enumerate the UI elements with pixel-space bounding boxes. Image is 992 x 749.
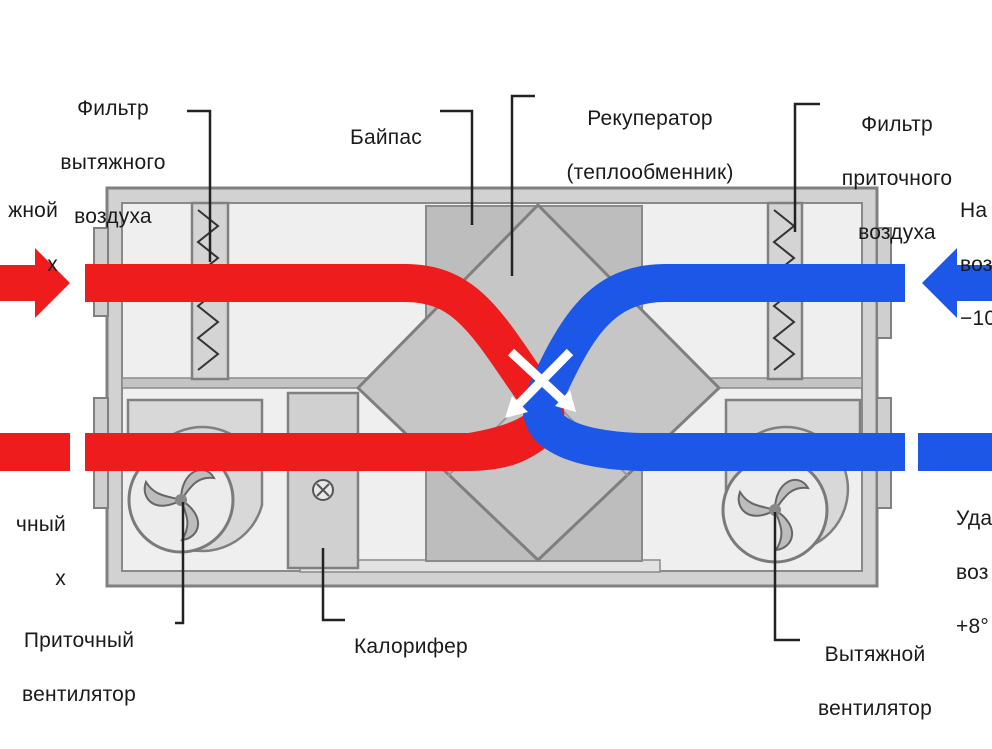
heater-unit	[286, 391, 360, 570]
label-filter-supply-line-1: Фильтр	[861, 113, 933, 136]
label-bypass: Байпас	[350, 97, 422, 178]
label-recuperator: Рекуператор (теплообменник)	[540, 78, 760, 213]
label-supply-fan: Приточный вентилятор	[4, 600, 154, 735]
label-filter-supply-line-3: воздуха	[858, 221, 936, 244]
label-filter-exhaust-line-3: воздуха	[74, 205, 152, 228]
label-filter-supply: Фильтр приточного воздуха	[822, 84, 972, 273]
label-left-bottom-cut: чный х	[0, 484, 66, 619]
label-left-top-cut-line-2: х	[47, 253, 58, 276]
label-left-top-cut-line-1: жной	[8, 199, 58, 222]
label-supply-fan-line-1: Приточный	[23, 629, 135, 652]
label-exhaust-fan-line-2: вентилятор	[818, 697, 932, 720]
label-left-bottom-cut-line-1: чный	[15, 513, 66, 536]
label-right-top-cut-line-3: −10	[960, 307, 992, 330]
label-filter-supply-line-2: приточного	[841, 167, 953, 190]
label-recuperator-line-1: Рекуператор	[587, 107, 713, 130]
label-exhaust-fan: Вытяжной вентилятор	[800, 614, 950, 749]
label-right-bottom-cut: Уда воз +8°	[956, 478, 992, 667]
leader-lines	[175, 94, 820, 642]
label-filter-exhaust-line-2: вытяжного	[60, 151, 166, 174]
label-exhaust-fan-line-1: Вытяжной	[824, 643, 926, 666]
label-right-top-cut-line-1: На	[960, 199, 988, 222]
cold-air-flow	[522, 248, 992, 471]
label-left-bottom-cut-line-2: х	[55, 567, 66, 590]
label-right-bottom-cut-line-1: Уда	[956, 507, 992, 530]
cross-arrows-icon	[505, 348, 576, 418]
label-left-top-cut: жной х	[0, 170, 58, 305]
left-arrow-icon	[922, 248, 992, 318]
label-supply-fan-line-2: вентилятор	[22, 683, 136, 706]
right-arrow-icon	[0, 248, 70, 318]
label-heater: Калорифер	[354, 606, 468, 687]
label-filter-exhaust-line-1: Фильтр	[77, 97, 149, 120]
label-right-top-cut-line-2: воз	[960, 253, 992, 276]
label-right-bottom-cut-line-3: +8°	[956, 615, 989, 638]
label-recuperator-line-2: (теплообменник)	[566, 161, 734, 184]
label-bypass-line-1: Байпас	[350, 126, 422, 149]
label-filter-exhaust: Фильтр вытяжного воздуха	[38, 68, 188, 257]
supply-fan-icon	[126, 398, 264, 554]
recuperator-diagram	[0, 94, 992, 642]
label-right-bottom-cut-line-2: воз	[956, 561, 989, 584]
label-right-top-cut: На воз −10	[960, 170, 992, 359]
label-heater-line-1: Калорифер	[354, 635, 468, 658]
